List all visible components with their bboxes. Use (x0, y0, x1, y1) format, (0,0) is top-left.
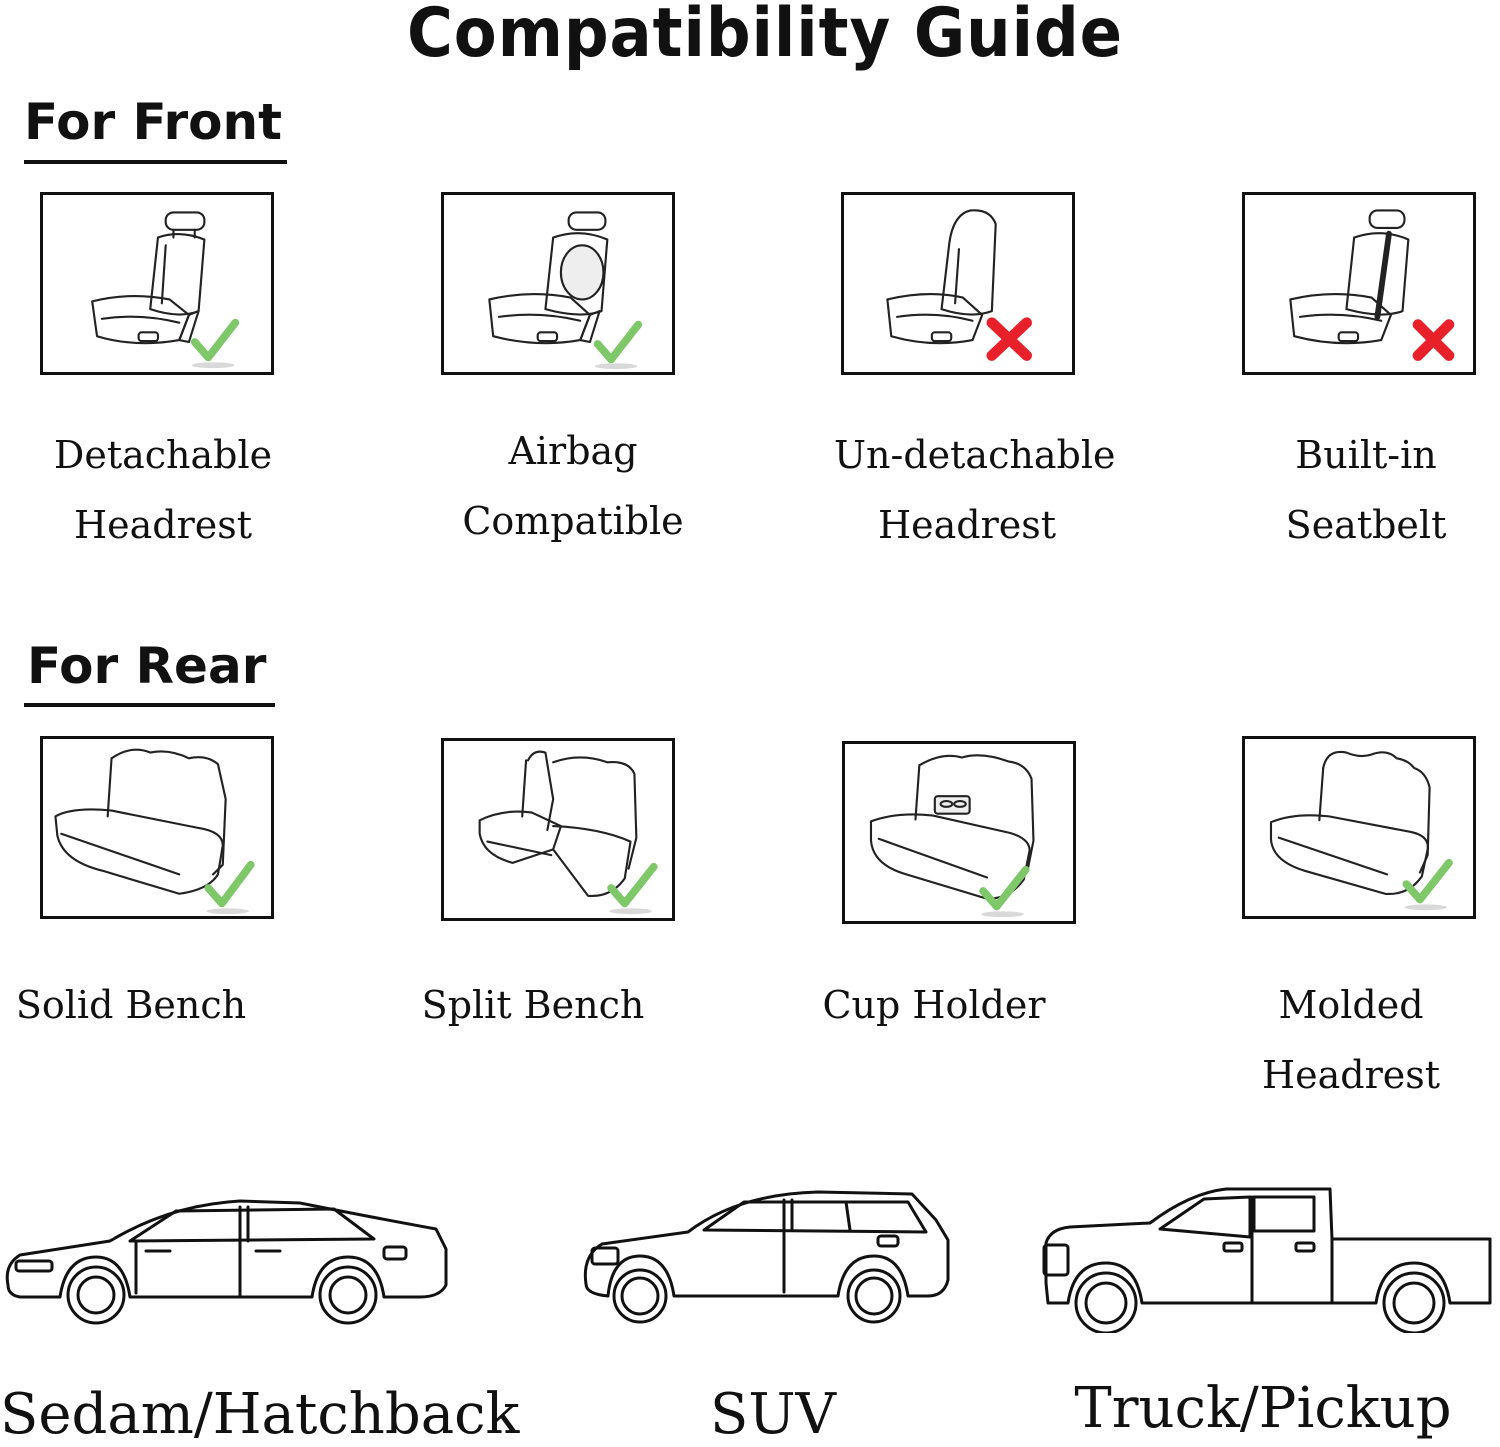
rear-bench-cupholder-icon (869, 754, 1035, 918)
split-bench-card (441, 738, 675, 921)
vehicle-label-suv: SUV (710, 1382, 836, 1447)
front-seat-detachable-icon (91, 211, 240, 369)
caption-line: Molded (1278, 983, 1424, 1027)
caption-line: Split Bench (421, 983, 645, 1027)
front-section-heading: For Front (24, 93, 283, 151)
check-icon (607, 862, 658, 915)
front-caption-3: Un-detachable Headrest (834, 420, 1116, 560)
caption-line: Airbag (508, 429, 638, 473)
caption-line: Cup Holder (822, 983, 1046, 1027)
vehicle-label-truck: Truck/Pickup (1074, 1376, 1452, 1441)
rear-caption-3: Cup Holder (801, 970, 1067, 1040)
solid-bench-card (40, 736, 274, 919)
cup-holder-card (842, 741, 1076, 924)
rear-caption-4: Molded Headrest (1218, 970, 1484, 1110)
caption-line: Headrest (1261, 1053, 1441, 1097)
airbag-compatible-card (441, 192, 675, 375)
front-caption-2: Airbag Compatible (440, 416, 706, 556)
rear-section-heading: For Rear (27, 637, 267, 695)
check-icon (1402, 858, 1453, 911)
suv-icon (583, 1190, 950, 1324)
sedan-icon (5, 1199, 448, 1325)
front-caption-4: Built-in Seatbelt (1233, 420, 1499, 560)
builtin-seatbelt-card (1242, 192, 1476, 375)
rear-bench-molded-icon (1269, 750, 1453, 911)
front-seat-undetachable-icon (886, 209, 1032, 361)
check-icon (204, 860, 255, 915)
caption-line: Un-detachable (834, 433, 1116, 477)
caption-line: Seatbelt (1285, 503, 1447, 547)
rear-bench-split-icon (478, 750, 658, 915)
undetachable-headrest-card (841, 192, 1075, 375)
molded-headrest-card (1242, 736, 1476, 919)
caption-line: Headrest (877, 503, 1057, 547)
check-icon (979, 865, 1030, 918)
check-icon (593, 320, 643, 370)
detachable-headrest-card (40, 192, 274, 375)
check-icon (190, 318, 240, 369)
caption-line: Solid Bench (15, 983, 247, 1027)
front-heading-underline (24, 160, 287, 164)
rear-bench-solid-icon (54, 748, 255, 915)
caption-line: Detachable (53, 433, 273, 477)
front-caption-1: Detachable Headrest (30, 420, 296, 560)
front-seat-airbag-icon (488, 211, 643, 370)
vehicle-label-sedan: Sedam/Hatchback (0, 1382, 520, 1447)
pickup-truck-icon (1042, 1187, 1492, 1333)
front-seat-seatbelt-icon (1289, 209, 1455, 361)
page-title: Compatibility Guide (406, 0, 1124, 73)
caption-line: Headrest (73, 503, 253, 547)
rear-caption-2: Split Bench (400, 970, 666, 1040)
caption-line: Compatible (462, 499, 684, 543)
cross-icon (1412, 319, 1455, 361)
cross-icon (986, 317, 1032, 361)
rear-heading-underline (24, 703, 275, 707)
caption-line: Built-in (1295, 433, 1437, 477)
rear-caption-1: Solid Bench (0, 970, 262, 1040)
